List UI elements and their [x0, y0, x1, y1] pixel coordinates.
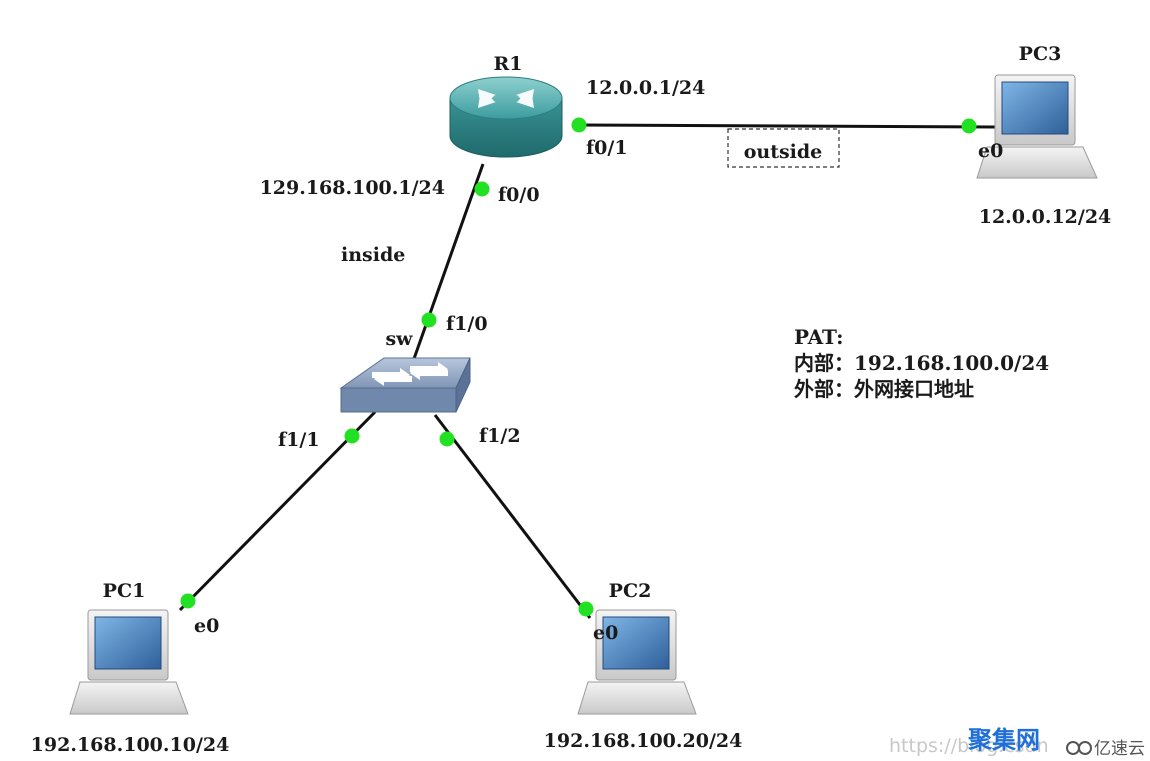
port-dot-pc3-e0 [961, 118, 977, 134]
port-dot-r1-f00 [474, 181, 490, 197]
watermark-url: https://blog.csdn [889, 735, 1049, 757]
yisu-logo-icon [1066, 741, 1092, 755]
switch-icon[interactable] [339, 357, 471, 413]
pc-icon[interactable] [577, 609, 697, 715]
pc1-name: PC1 [103, 580, 146, 602]
pat-note-title: PAT: [794, 325, 844, 349]
outside-zone-box [727, 128, 840, 168]
link-sw-pc2 [433, 414, 592, 619]
pc2-ip: 192.168.100.20/24 [544, 730, 743, 752]
watermark-brand: 聚集网 [967, 726, 1040, 754]
r1-f01-ip: 12.0.0.1/24 [586, 77, 705, 99]
pc3-ip: 12.0.0.12/24 [979, 206, 1112, 228]
inside-label: inside [341, 244, 405, 266]
link-r1-sw [408, 163, 485, 371]
port-dot-sw-f10 [421, 312, 437, 328]
link-r1-pc3 [577, 123, 996, 129]
link-sw-pc1 [178, 410, 377, 612]
switch-name: sw [385, 328, 413, 350]
pat-note-outside: 外部：外网接口地址 [794, 377, 974, 401]
pc3-port-label: e0 [978, 140, 1003, 162]
port-dot-r1-f01 [571, 117, 587, 133]
sw-f12-label: f1/2 [479, 425, 521, 447]
outside-label: outside [744, 141, 823, 163]
port-dot-sw-f11 [344, 428, 360, 444]
sw-f11-label: f1/1 [278, 429, 320, 451]
port-dot-pc2-e0 [578, 601, 594, 617]
pat-note-inside: 内部：192.168.100.0/24 [794, 351, 1049, 375]
pc1-port-label: e0 [194, 615, 219, 637]
port-dot-pc1-e0 [180, 593, 196, 609]
pc2-name: PC2 [609, 580, 652, 602]
pc-icon[interactable] [976, 74, 1098, 179]
r1-f00-label: f0/0 [498, 184, 540, 206]
r1-f00-ip: 129.168.100.1/24 [260, 177, 445, 199]
pc2-port-label: e0 [593, 622, 618, 644]
pc1-ip: 192.168.100.10/24 [31, 734, 230, 756]
watermark-yisu: 亿速云 [1094, 739, 1145, 759]
router-name: R1 [493, 53, 522, 75]
router-icon[interactable] [449, 76, 563, 158]
port-dot-sw-f12 [439, 431, 455, 447]
pc3-name: PC3 [1019, 43, 1062, 65]
pc-icon[interactable] [69, 609, 189, 715]
r1-f01-label: f0/1 [586, 137, 628, 159]
sw-f10-label: f1/0 [446, 313, 488, 335]
